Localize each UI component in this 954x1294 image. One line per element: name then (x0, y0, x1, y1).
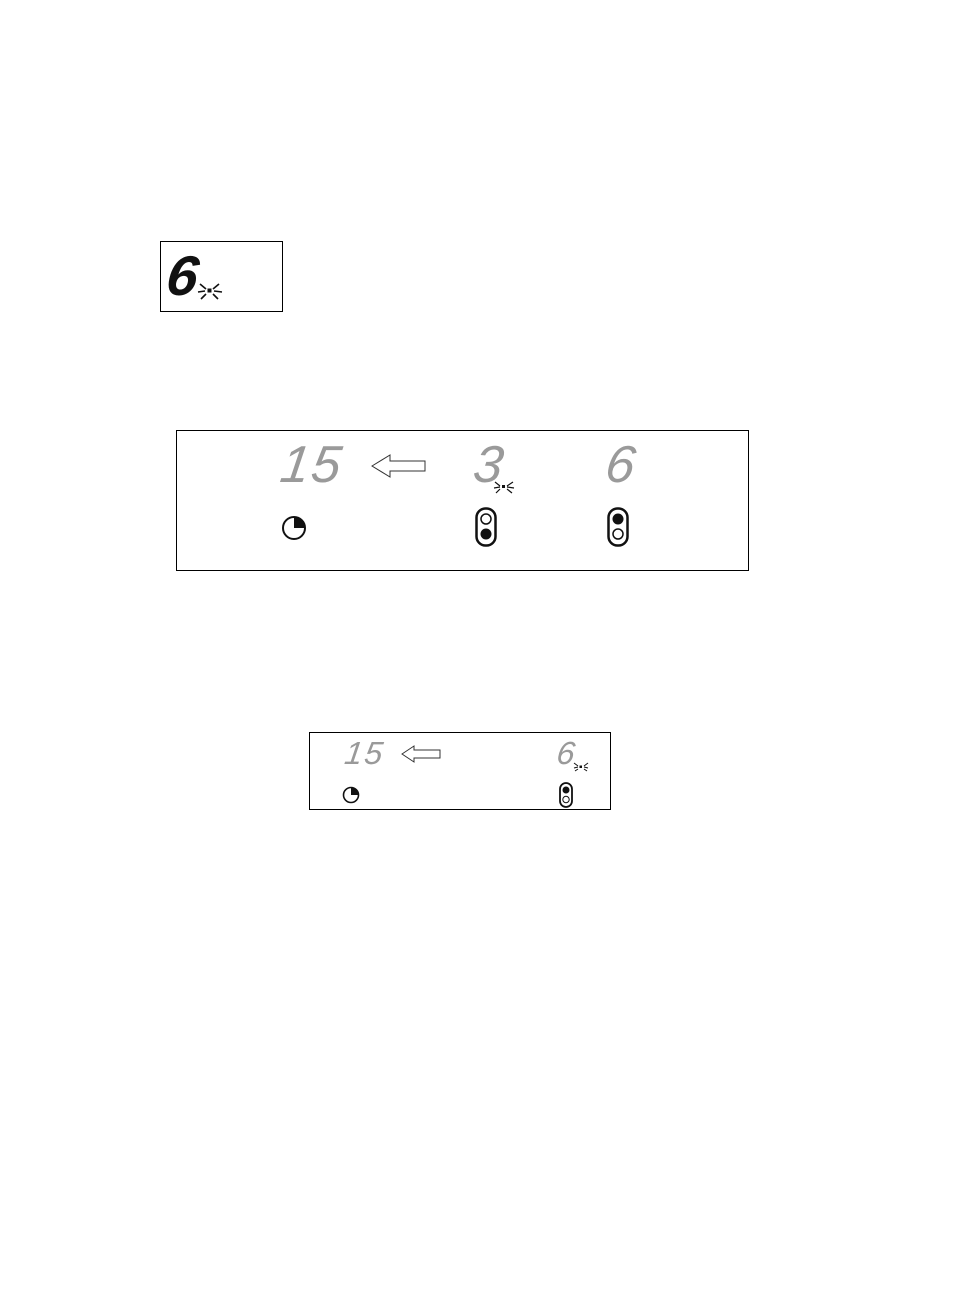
boost-icon (197, 281, 223, 301)
boost-icon (493, 480, 515, 494)
zone-front-icon (559, 782, 573, 808)
display-panel-large: 15 3 6 (176, 430, 749, 571)
arrow-left-icon (401, 745, 442, 763)
display-panel-single: 6 (160, 241, 283, 312)
timer-value: 15 (277, 439, 346, 491)
right-zone-value: 6 (602, 439, 640, 491)
timer-value: 15 (343, 737, 387, 769)
zone-front-icon (607, 507, 629, 547)
arrow-left-icon (371, 453, 427, 479)
timer-icon (342, 786, 360, 804)
zone-rear-icon (475, 507, 497, 547)
boost-icon (573, 762, 589, 772)
timer-icon (281, 515, 307, 541)
display-panel-small: 15 6 (309, 732, 611, 810)
